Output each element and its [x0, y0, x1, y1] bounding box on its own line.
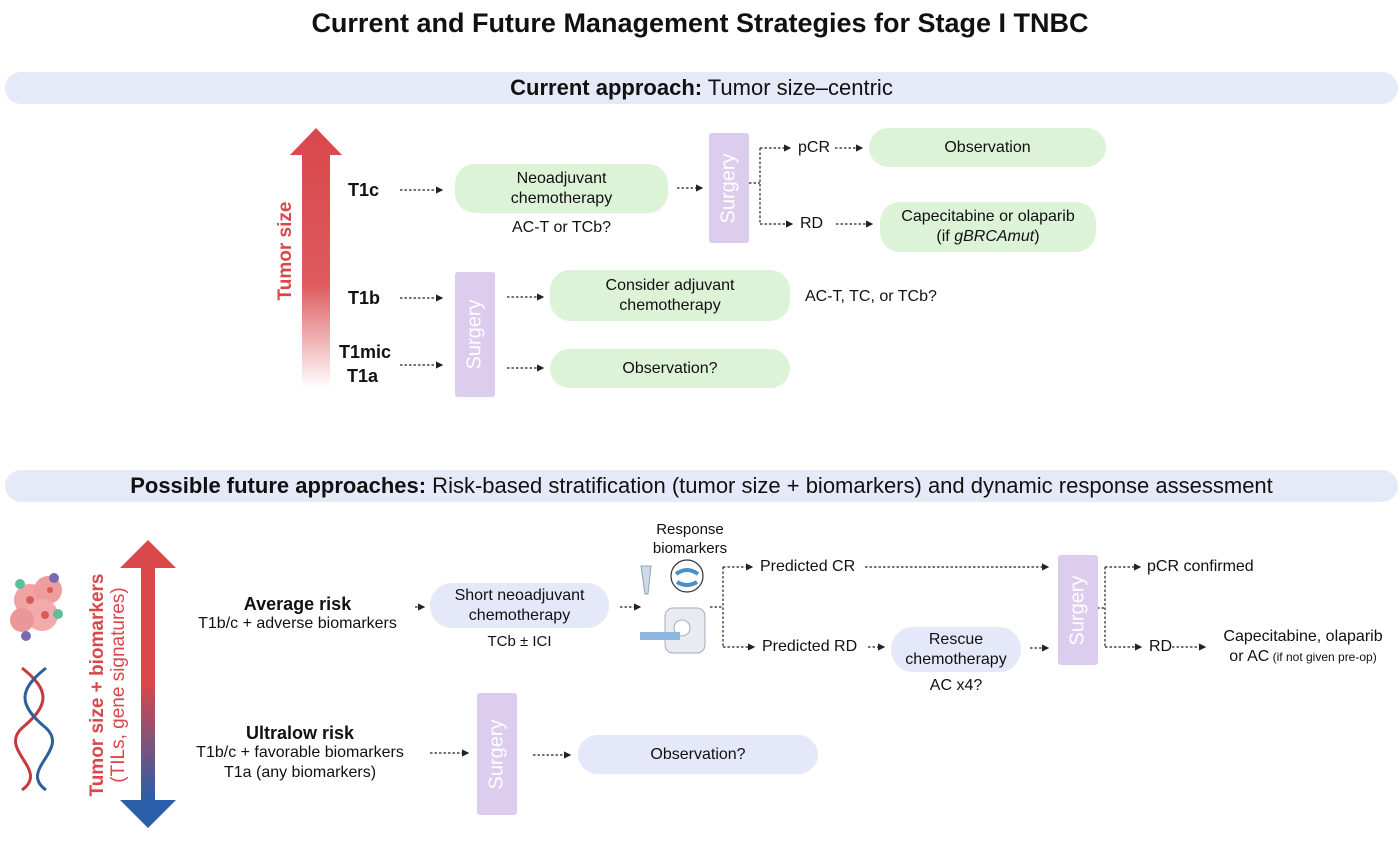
banner-bold: Current approach: [510, 75, 703, 100]
cap-line1: Capecitabine or olaparib [901, 208, 1075, 225]
current-approach-banner: Current approach: Tumor size–centric [5, 72, 1398, 104]
dna-icon [14, 666, 54, 792]
figure-title: Current and Future Management Strategies… [311, 8, 1089, 38]
surgery-box: Surgery [709, 133, 749, 243]
banner-bold: Possible future approaches: [130, 473, 427, 498]
adjuvant-note: AC-T, TC, or TCb? [805, 288, 937, 305]
biomarker-magnifier-icon [670, 559, 704, 593]
pcr-label: pCR [798, 139, 831, 156]
stage-t1mic: T1mic [339, 342, 392, 362]
predicted-rd: Predicted RD [762, 638, 858, 655]
tumor-size-arrow [290, 128, 342, 388]
banner-rest: Tumor size–centric [702, 75, 893, 100]
neo-line1: Neoadjuvant [516, 169, 607, 187]
cap-line2: (if gBRCAmut) [936, 228, 1040, 245]
neo-line2: chemotherapy [510, 189, 613, 207]
neoadjuvant-box: Neoadjuvant chemotherapy [455, 164, 668, 213]
short-neo-note: TCb ± ICI [487, 633, 552, 650]
observation-q-box: Observation? [578, 735, 818, 774]
tumor-size-axis-label: Tumor size [275, 201, 296, 301]
adj-line2: chemotherapy [619, 296, 721, 314]
stage-t1a: T1a [347, 366, 379, 386]
stage-t1c: T1c [348, 180, 380, 200]
rescue-note: AC x4? [929, 677, 983, 694]
future-approach-banner: Possible future approaches: Risk-based s… [5, 470, 1398, 502]
sample-tube-icon [640, 565, 652, 595]
predicted-cr: Predicted CR [760, 558, 856, 575]
rd-label: RD [800, 215, 824, 232]
surgery-box: Surgery [477, 693, 517, 815]
observation-box: Observation [869, 128, 1106, 167]
pcr-confirmed: pCR confirmed [1147, 558, 1254, 575]
observation-q-box: Observation? [550, 349, 790, 388]
adjuvant-box: Consider adjuvant chemotherapy [550, 270, 790, 321]
banner-rest: Risk-based stratification (tumor size + … [426, 473, 1273, 498]
neoadjuvant-note: AC-T or TCb? [512, 219, 611, 236]
capecitabine-olaparib-box: Capecitabine or olaparib (if gBRCAmut) [880, 202, 1096, 252]
mri-scanner-icon [640, 607, 706, 654]
surgery-box: Surgery [1058, 555, 1098, 665]
tumor-cells-icon [10, 573, 63, 641]
risk-double-arrow [120, 540, 176, 828]
adj-line1: Consider adjuvant [605, 276, 735, 294]
stage-t1b: T1b [348, 288, 381, 308]
risk-axis-label: Tumor size + biomarkers(TILs, gene signa… [87, 573, 129, 797]
rd-label: RD [1149, 638, 1173, 655]
surgery-box: Surgery [455, 272, 495, 397]
